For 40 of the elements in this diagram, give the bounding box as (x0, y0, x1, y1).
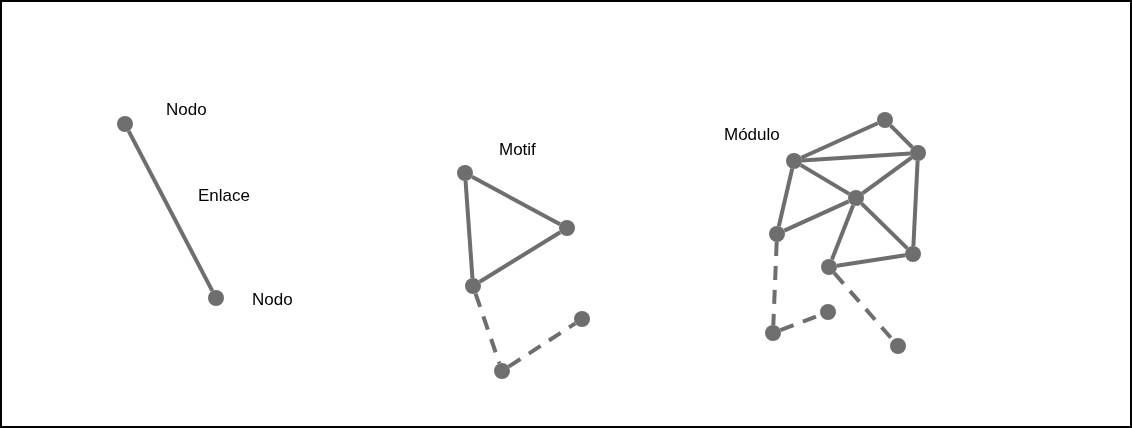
link-line (463, 180, 475, 279)
network-node (559, 220, 575, 236)
network-node (494, 363, 510, 379)
dashed-link-line (507, 321, 577, 369)
network-node (457, 165, 473, 181)
dashed-link-line (832, 271, 895, 342)
link-line (801, 151, 911, 163)
network-node (574, 311, 590, 327)
link-line (126, 130, 215, 292)
link-line (776, 168, 795, 227)
node-label: Nodo (166, 99, 207, 121)
group-title: Motif (499, 139, 536, 161)
network-node (208, 290, 224, 306)
link-line (799, 163, 851, 196)
link-line (860, 202, 909, 250)
network-node (765, 325, 781, 341)
link-line (830, 204, 855, 261)
link-line (836, 253, 906, 268)
link-line (800, 121, 879, 160)
link-line (478, 230, 562, 284)
network-node (465, 278, 481, 294)
link-line (889, 124, 914, 149)
network-node (905, 246, 921, 262)
network-node (820, 304, 836, 320)
network-node (117, 116, 133, 132)
network-node (821, 259, 837, 275)
link-line (471, 175, 561, 226)
link-line (861, 156, 913, 195)
network-node (769, 226, 785, 242)
node-label: Nodo (252, 289, 293, 311)
network-node (786, 153, 802, 169)
network-node (848, 190, 864, 206)
dashed-link-line (473, 292, 502, 365)
group-title: Módulo (724, 124, 780, 146)
network-node (910, 145, 926, 161)
link-line (783, 199, 850, 233)
link-line (911, 160, 920, 247)
network-node (890, 338, 906, 354)
dashed-link-line (771, 241, 779, 326)
network-node (877, 112, 893, 128)
